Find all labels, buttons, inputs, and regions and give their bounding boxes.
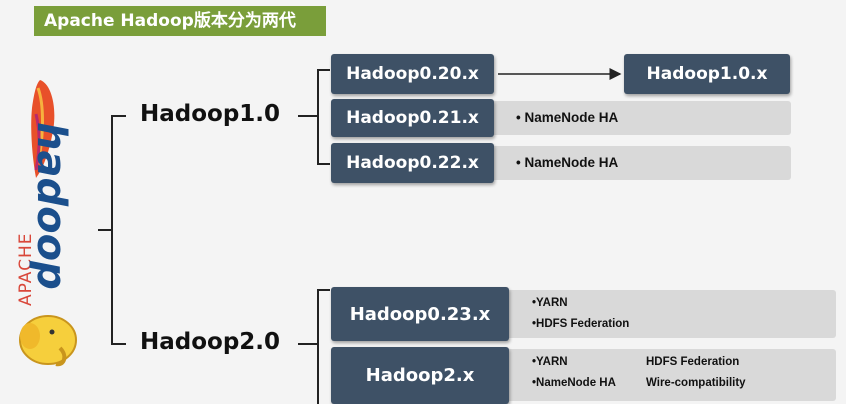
note-hdfs-federation-2.x: HDFS Federation (646, 356, 740, 368)
note-yarn-2.x: •YARN (532, 356, 568, 368)
hadoop-logo: APACHE hadoop (6, 74, 90, 374)
page-title: Apache Hadoop版本分为两代 (34, 6, 326, 36)
gen2-bracket (317, 289, 330, 404)
gen2-label: Hadoop2.0 (140, 329, 281, 355)
gen1-label: Hadoop1.0 (140, 101, 281, 127)
note-bar-0.21 (480, 101, 791, 135)
note-yarn-0.23: •YARN (532, 297, 568, 309)
note-namenode-ha-0.21: • NameNode HA (516, 110, 619, 125)
note-wire-compatibility-2.x: Wire-compatibility (646, 377, 746, 389)
logo-hadoop-text: hadoop (28, 122, 74, 290)
note-bar-0.22 (480, 146, 791, 180)
note-namenode-ha-0.22: • NameNode HA (516, 155, 619, 170)
version-box-0.22: Hadoop0.22.x (331, 143, 494, 183)
version-box-0.20: Hadoop0.20.x (331, 54, 494, 94)
version-box-1.0.x: Hadoop1.0.x (624, 54, 790, 94)
note-bar-2.x (480, 349, 836, 401)
elephant-icon (19, 315, 77, 367)
gen1-bracket (317, 69, 330, 165)
root-bracket (111, 115, 126, 345)
note-hdfs-federation-0.23: •HDFS Federation (532, 318, 630, 330)
note-namenode-ha-2.x: •NameNode HA (532, 377, 616, 389)
version-box-2.x: Hadoop2.x (331, 347, 509, 404)
version-box-0.23: Hadoop0.23.x (331, 287, 509, 341)
apache-feather-icon (31, 80, 55, 178)
version-box-0.21: Hadoop0.21.x (331, 99, 494, 137)
note-bar-0.23 (480, 290, 836, 338)
